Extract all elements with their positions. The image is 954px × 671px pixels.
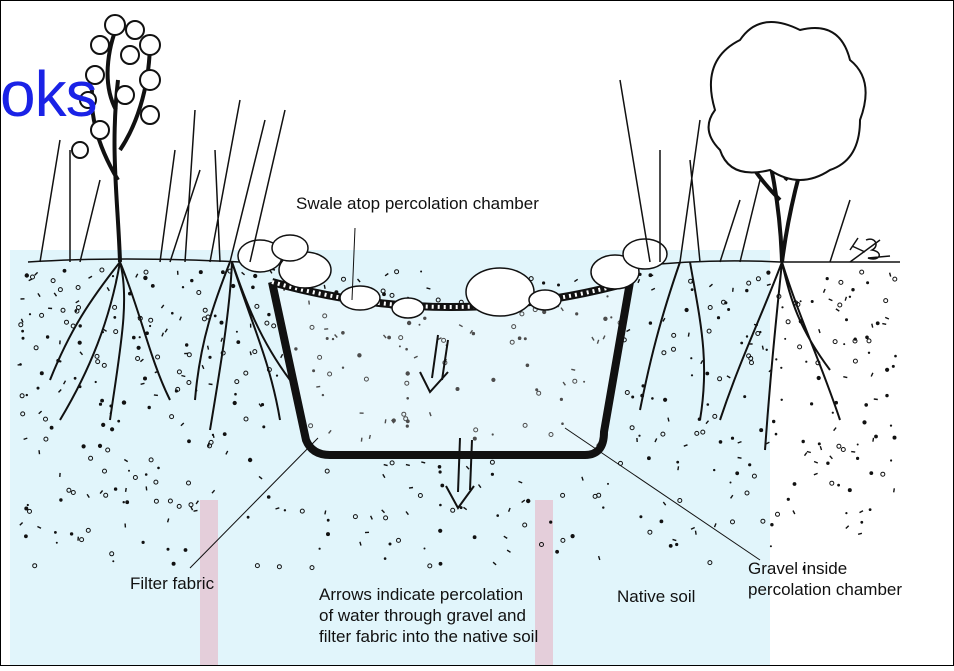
image-border [0, 0, 954, 666]
illustration: oks Swale atop percolation chamber Filte… [0, 0, 954, 666]
